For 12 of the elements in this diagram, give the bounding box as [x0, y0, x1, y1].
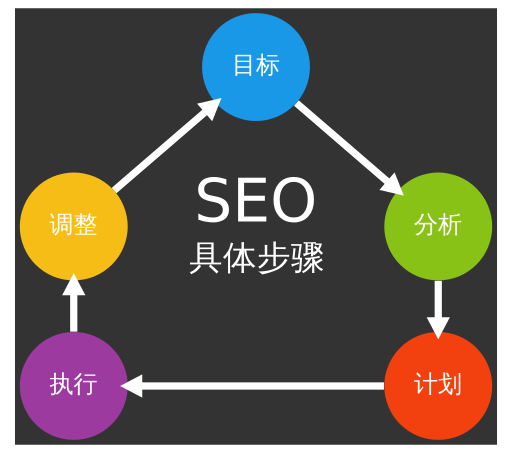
arrow — [62, 273, 85, 332]
arrow — [111, 98, 221, 194]
arrow — [120, 374, 384, 398]
arrow — [426, 280, 450, 340]
node-circle: 执行 — [19, 332, 128, 440]
node-circle: 计划 — [384, 332, 492, 440]
node-circle: 分析 — [384, 172, 492, 280]
arrow — [294, 100, 404, 196]
label: 具体步骤 — [188, 238, 324, 277]
node-circle: 调整 — [19, 172, 128, 280]
label: SEO — [194, 166, 317, 237]
node-circle: 目标 — [202, 13, 310, 121]
